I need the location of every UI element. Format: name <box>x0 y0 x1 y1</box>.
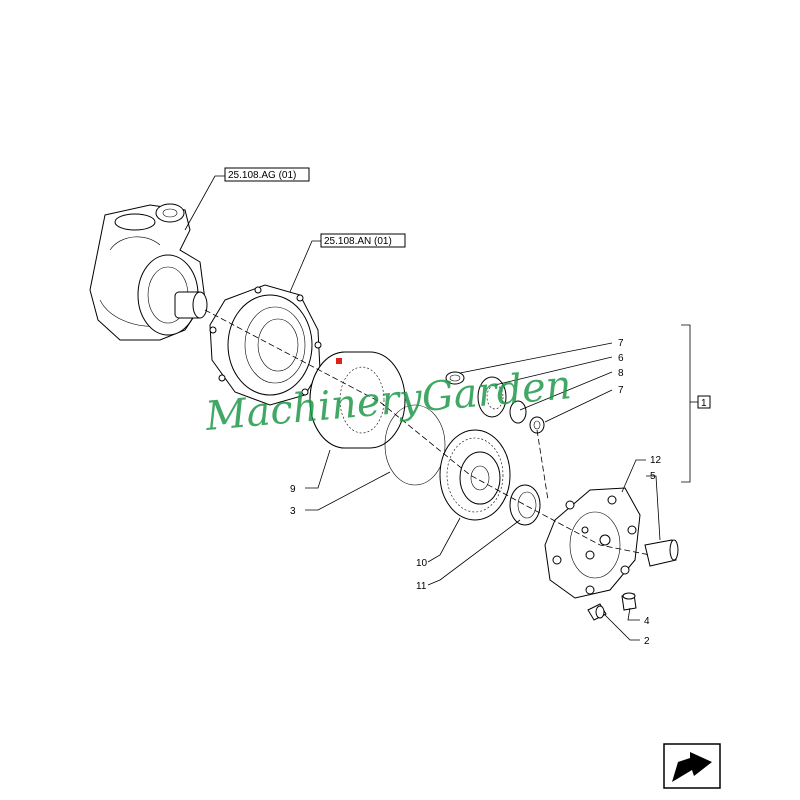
hub-housing-part <box>209 284 322 406</box>
callout-8: 8 <box>618 368 624 379</box>
cover-plate-part <box>544 487 641 599</box>
reference-label-ag: 25.108.AG (01) <box>228 170 296 181</box>
reference-box-an[interactable]: 25.108.AN (01) <box>320 233 406 248</box>
callout-2: 2 <box>644 636 650 647</box>
group-bracket-label: 1 <box>701 398 707 409</box>
bolt-part <box>587 603 607 621</box>
reference-label-an: 25.108.AN (01) <box>324 236 392 247</box>
red-marker <box>336 358 342 364</box>
planet-carrier-part <box>439 429 511 521</box>
snap-ring-part <box>384 404 446 486</box>
ring-gear-part <box>309 351 406 449</box>
callout-12: 12 <box>650 455 662 466</box>
group-bracket: 1 <box>681 324 711 483</box>
steering-knuckle-part <box>89 203 208 341</box>
exploded-view-arrow-icon[interactable] <box>663 743 721 789</box>
reference-box-ag[interactable]: 25.108.AG (01) <box>224 167 310 182</box>
plug-part <box>621 592 637 611</box>
callout-3: 3 <box>290 506 296 517</box>
callout-5: 5 <box>650 471 656 482</box>
callout-7b: 7 <box>618 385 624 396</box>
planet-gear-part <box>445 371 545 434</box>
callout-7a: 7 <box>618 338 624 349</box>
callout-10: 10 <box>416 558 428 569</box>
callout-4: 4 <box>644 616 650 627</box>
pin-part <box>644 539 679 567</box>
thrust-washer-part <box>509 484 541 526</box>
callout-9: 9 <box>290 484 296 495</box>
callout-6: 6 <box>618 353 624 364</box>
callout-11: 11 <box>416 581 427 592</box>
